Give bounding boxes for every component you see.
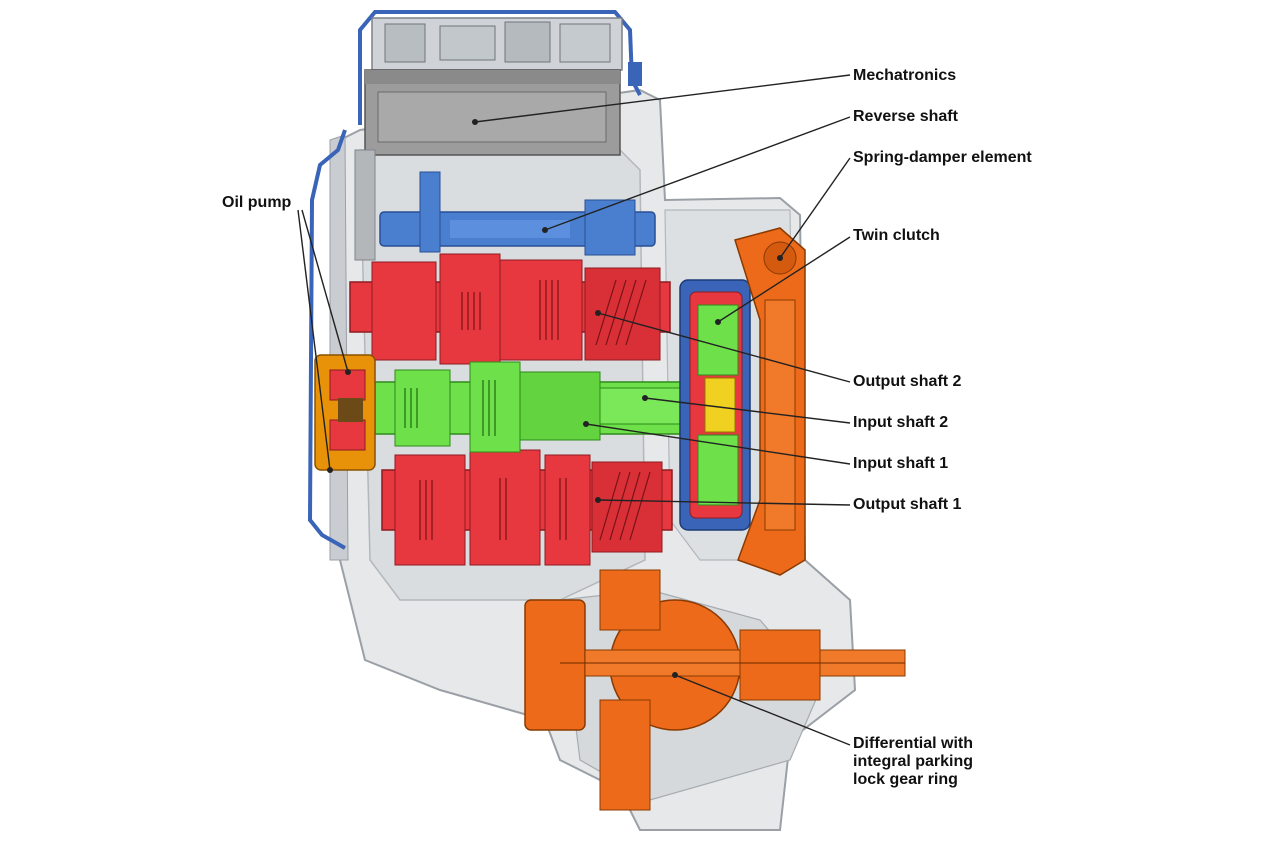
label-input-shaft-2: Input shaft 2 — [853, 414, 949, 431]
oil-pump — [314, 354, 376, 471]
label-output-shaft-1: Output shaft 1 — [853, 496, 962, 513]
twin-clutch — [679, 279, 751, 531]
label-spring-damper-element: Spring-damper element — [853, 149, 1032, 166]
leader-lines — [297, 74, 851, 746]
label-input-shaft-1: Input shaft 1 — [853, 455, 949, 472]
reverse-shaft — [379, 171, 656, 256]
label-twin-clutch: Twin clutch — [853, 227, 940, 244]
differential — [524, 569, 906, 811]
output-shaft-2 — [349, 253, 671, 365]
label-output-shaft-2: Output shaft 2 — [853, 373, 962, 390]
label-differential-line-3: lock gear ring — [853, 771, 958, 788]
valve-body-detail — [371, 17, 623, 71]
output-shaft-1 — [381, 449, 673, 566]
label-reverse-shaft: Reverse shaft — [853, 108, 958, 125]
label-differential-line-2: integral parking — [853, 753, 974, 770]
blue-cover-outline — [307, 10, 642, 550]
label-oil-pump: Oil pump — [222, 194, 292, 211]
label-differential-line-1: Differential with — [853, 735, 974, 752]
label-mechatronics: Mechatronics — [853, 67, 957, 84]
mechatronics-unit — [354, 69, 621, 261]
